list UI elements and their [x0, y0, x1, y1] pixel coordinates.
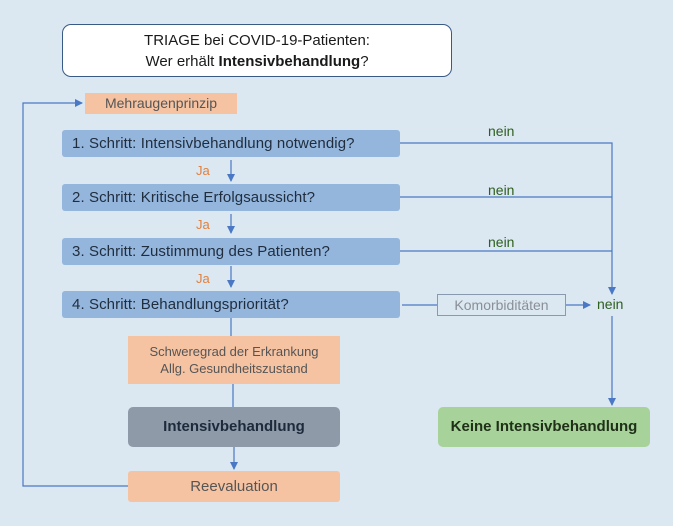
title-line-2-bold: Intensivbehandlung	[218, 53, 361, 70]
criteria-line-2: Allg. Gesundheitszustand	[160, 361, 308, 376]
step-3-box: 3. Schritt: Zustimmung des Patienten?	[62, 238, 400, 265]
feedback-loop	[22, 99, 128, 487]
nein-label-2: nein	[488, 182, 515, 198]
step-1-box: 1. Schritt: Intensivbehandlung notwendig…	[62, 130, 400, 157]
title-line-2: Wer erhält Intensivbehandlung?	[63, 51, 451, 72]
step-2-box: 2. Schritt: Kritische Erfolgsaussicht?	[62, 184, 400, 211]
nein-route-1	[400, 142, 616, 295]
ja-label-1: Ja	[196, 163, 210, 178]
nein-label-3: nein	[488, 234, 515, 250]
nein-label-final: nein	[597, 296, 624, 312]
title-line-1: TRIAGE bei COVID-19-Patienten:	[144, 32, 370, 49]
title-line-2-suffix: ?	[360, 53, 369, 70]
step-4-box: 4. Schritt: Behandlungspriorität?	[62, 291, 400, 318]
criteria-box: Schweregrad der Erkrankung Allg. Gesundh…	[128, 336, 340, 384]
title-box: TRIAGE bei COVID-19-Patienten: Wer erhäl…	[62, 24, 452, 77]
title-line-2-prefix: Wer erhält	[145, 53, 219, 70]
reevaluation-box: Reevaluation	[128, 471, 340, 502]
keine-intensivbehandlung-outcome: Keine Intensivbehandlung	[438, 407, 650, 447]
intensivbehandlung-outcome: Intensivbehandlung	[128, 407, 340, 447]
mehraugenprinzip-box: Mehraugenprinzip	[85, 93, 237, 114]
ja-label-2: Ja	[196, 217, 210, 232]
ja-label-3: Ja	[196, 271, 210, 286]
komorbiditaeten-box: Komorbiditäten	[437, 294, 566, 316]
criteria-line-1: Schweregrad der Erkrankung	[149, 344, 319, 359]
nein-label-1: nein	[488, 123, 515, 139]
